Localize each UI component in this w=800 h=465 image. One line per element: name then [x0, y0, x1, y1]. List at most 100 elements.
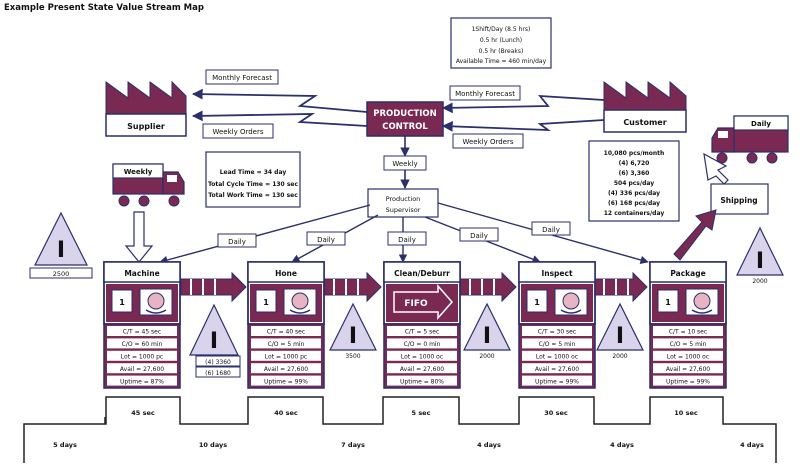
- inventory-package: I 2000: [596, 302, 644, 360]
- process-data-line: Lot = 1000 oc: [667, 354, 709, 361]
- process-data-line: C/O = 5 min: [268, 341, 305, 348]
- timeline-days: 10 days: [199, 441, 227, 449]
- process-data-line: C/O = 0 min: [404, 341, 441, 348]
- shipment-arrow-out: [703, 152, 729, 185]
- inventory-clean-qty: 3500: [345, 353, 360, 360]
- weekly-orders-right-label: Weekly Orders: [462, 138, 513, 146]
- work-time-line: Total Work Time = 130 sec: [208, 192, 298, 199]
- demand-line: (4) 336 pcs/day: [608, 190, 660, 197]
- inventory-inspect: I 2000: [463, 302, 511, 360]
- process-data-line: Avail = 27,600: [535, 366, 579, 373]
- weekly-truck-icon: Weekly: [112, 163, 185, 207]
- process-data-line: Uptime = 99%: [666, 378, 710, 385]
- timeline-days: 5 days: [53, 441, 77, 449]
- inventory-end: I 2000: [736, 226, 784, 285]
- inventory-symbol: I: [616, 324, 624, 349]
- inventory-symbol: I: [57, 238, 65, 263]
- process-data-line: Lot = 1000 oc: [536, 354, 578, 361]
- fifo-label: FIFO: [404, 299, 428, 309]
- process-name: Machine: [124, 269, 159, 278]
- timeline: 5 days 10 days 7 days 4 days 4 days 4 da…: [23, 396, 777, 463]
- daily-label: Daily: [470, 232, 488, 240]
- shipping-label: Shipping: [720, 196, 757, 205]
- daily-truck-icon: Daily: [711, 115, 789, 164]
- shift-line: Available Time = 460 min/day: [456, 58, 547, 65]
- operator-count: 1: [665, 298, 671, 307]
- production-control: PRODUCTION CONTROL: [366, 101, 444, 137]
- process-data-line: Uptime = 87%: [120, 378, 164, 385]
- inventory-start: I 2500: [29, 211, 93, 279]
- production-control-line2: CONTROL: [382, 122, 428, 132]
- monthly-forecast-left-label: Monthly Forecast: [212, 74, 272, 82]
- shipping-box: Shipping: [710, 183, 769, 215]
- monthly-forecast-right-box: Monthly Forecast: [449, 85, 521, 101]
- demand-line: 504 pcs/day: [614, 180, 654, 187]
- operator-count: 1: [534, 298, 540, 307]
- daily-label: Daily: [542, 226, 560, 234]
- weekly-orders-flow-left: [191, 110, 368, 127]
- inventory-symbol: I: [210, 329, 218, 354]
- timeline-line: [23, 396, 777, 463]
- process-data-line: Uptime = 99%: [535, 378, 579, 385]
- inventory-hone-qty-1: (4) 3360: [205, 359, 231, 366]
- weekly-truck-label: Weekly: [124, 168, 153, 176]
- push-arrow: [459, 271, 517, 303]
- operator-count: 1: [119, 298, 125, 307]
- weekly-schedule-label: Weekly: [392, 160, 417, 168]
- daily-label: Daily: [228, 238, 246, 246]
- timeline-days: 7 days: [341, 441, 365, 449]
- demand-line: 12 containers/day: [604, 210, 665, 217]
- process-data-line: Uptime = 80%: [400, 378, 444, 385]
- production-control-line1: PRODUCTION: [373, 109, 437, 119]
- weekly-orders-right-box: Weekly Orders: [452, 133, 524, 149]
- process-data-line: C/O = 60 min: [122, 341, 163, 348]
- customer-demand-box: 10,080 pcs/month (4) 6,720 (6) 3,360 504…: [588, 140, 680, 222]
- supplier-factory: Supplier: [105, 80, 187, 137]
- timeline-days: 4 days: [740, 441, 764, 449]
- process-data-line: Avail = 27,600: [666, 366, 710, 373]
- process-data-line: Avail = 27,600: [120, 366, 164, 373]
- inventory-clean: I 3500: [329, 302, 377, 360]
- supervisor-line1: Production: [386, 195, 421, 203]
- inventory-symbol: I: [483, 324, 491, 349]
- weekly-orders-flow-right: [441, 119, 605, 132]
- process-data-line: C/T = 5 sec: [405, 329, 440, 336]
- daily-truck-label: Daily: [751, 120, 771, 128]
- inventory-start-qty: 2500: [53, 270, 70, 278]
- demand-line: (6) 168 pcs/day: [608, 200, 660, 207]
- process-data-line: C/O = 5 min: [670, 341, 707, 348]
- timeline-days: 4 days: [610, 441, 634, 449]
- timeline-secs: 5 sec: [412, 409, 431, 417]
- shift-info-box: 1Shift/Day (8.5 hrs) 0.5 hr (Lunch) 0.5 …: [450, 17, 552, 69]
- inventory-end-qty: 2000: [752, 278, 767, 285]
- shift-line: 1Shift/Day (8.5 hrs): [472, 26, 531, 33]
- timeline-secs: 10 sec: [674, 409, 698, 417]
- timeline-secs: 30 sec: [544, 409, 568, 417]
- process-data-line: Lot = 1000 pc: [121, 354, 163, 361]
- lead-time-summary-box: Lead Time = 34 day Total Cycle Time = 13…: [205, 151, 301, 208]
- monthly-forecast-right-label: Monthly Forecast: [455, 90, 515, 98]
- inventory-symbol: I: [349, 324, 357, 349]
- operator-icon: [139, 288, 173, 316]
- shipment-arrow-in: [124, 211, 154, 263]
- monthly-forecast-flow-right: [441, 94, 605, 114]
- operator-icon: [554, 288, 588, 316]
- process-name: Package: [670, 269, 705, 278]
- daily-label: Daily: [398, 236, 416, 244]
- operator-icon: [685, 288, 719, 316]
- push-arrow: [593, 271, 648, 303]
- supplier-label: Supplier: [127, 122, 165, 131]
- demand-line: (6) 3,360: [619, 170, 650, 177]
- shift-line: 0.5 hr (Breaks): [479, 48, 524, 55]
- inventory-hone-qty-2: (6) 1680: [205, 370, 231, 377]
- push-arrow: [180, 271, 247, 303]
- page-title: Example Present State Value Stream Map: [4, 3, 204, 13]
- weekly-schedule-box: Weekly: [383, 155, 427, 171]
- daily-labels: Daily Daily Daily Daily Daily: [217, 221, 571, 248]
- lead-time-line: Lead Time = 34 day: [220, 169, 287, 176]
